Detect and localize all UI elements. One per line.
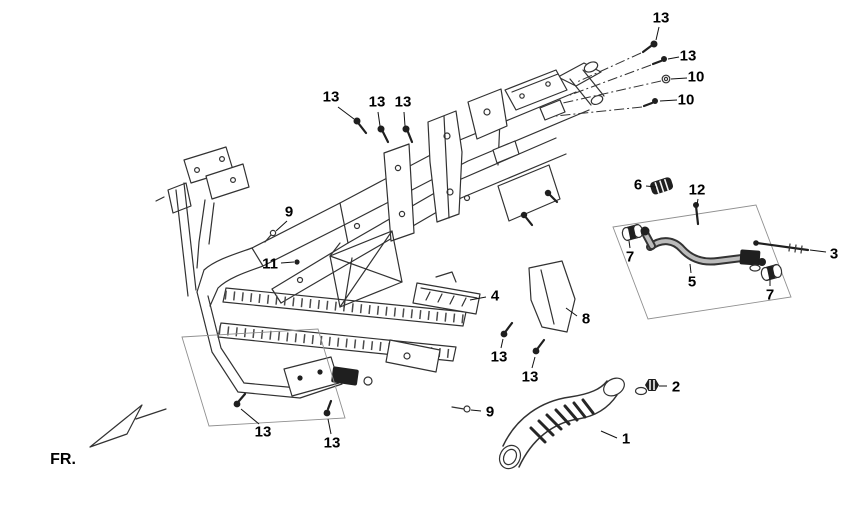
callout-13-b: 13 [679,47,697,65]
fastener-bolts [233,40,671,417]
callout-4: 4 [490,287,500,305]
callout-10-b: 10 [677,91,695,109]
callout-12: 12 [688,181,706,199]
callout-8: 8 [581,310,591,328]
callout-7-b: 7 [765,286,775,304]
callout-2: 2 [671,378,681,396]
hose-assembly [612,177,810,320]
part-2-nut [634,379,659,396]
callout-13-h: 13 [254,423,272,441]
callout-1: 1 [621,430,631,448]
callout-10-a: 10 [687,68,705,86]
fr-direction-label: FR. [50,451,76,468]
callout-7-a: 7 [625,248,635,266]
callout-3: 3 [829,245,839,263]
frame-body-drawing [155,61,605,427]
fr-direction-arrow [89,404,167,448]
part-6-spring [650,177,674,195]
leader-lines [240,26,827,439]
callout-13-e: 13 [394,93,412,111]
part-1-air-duct [498,377,625,470]
part-4-bracket [412,271,481,315]
callout-13-g: 13 [521,368,539,386]
part-8-plate [528,260,576,333]
callout-13-a: 13 [652,9,670,27]
callout-5: 5 [687,273,697,291]
callout-13-i: 13 [323,434,341,452]
callout-6: 6 [633,176,643,194]
callout-11: 11 [262,255,278,273]
callout-9-b: 9 [485,403,495,421]
callout-9-a: 9 [284,203,294,221]
callout-13-f: 13 [490,348,508,366]
callout-13-d: 13 [368,93,386,111]
callout-13-c: 13 [322,88,340,106]
